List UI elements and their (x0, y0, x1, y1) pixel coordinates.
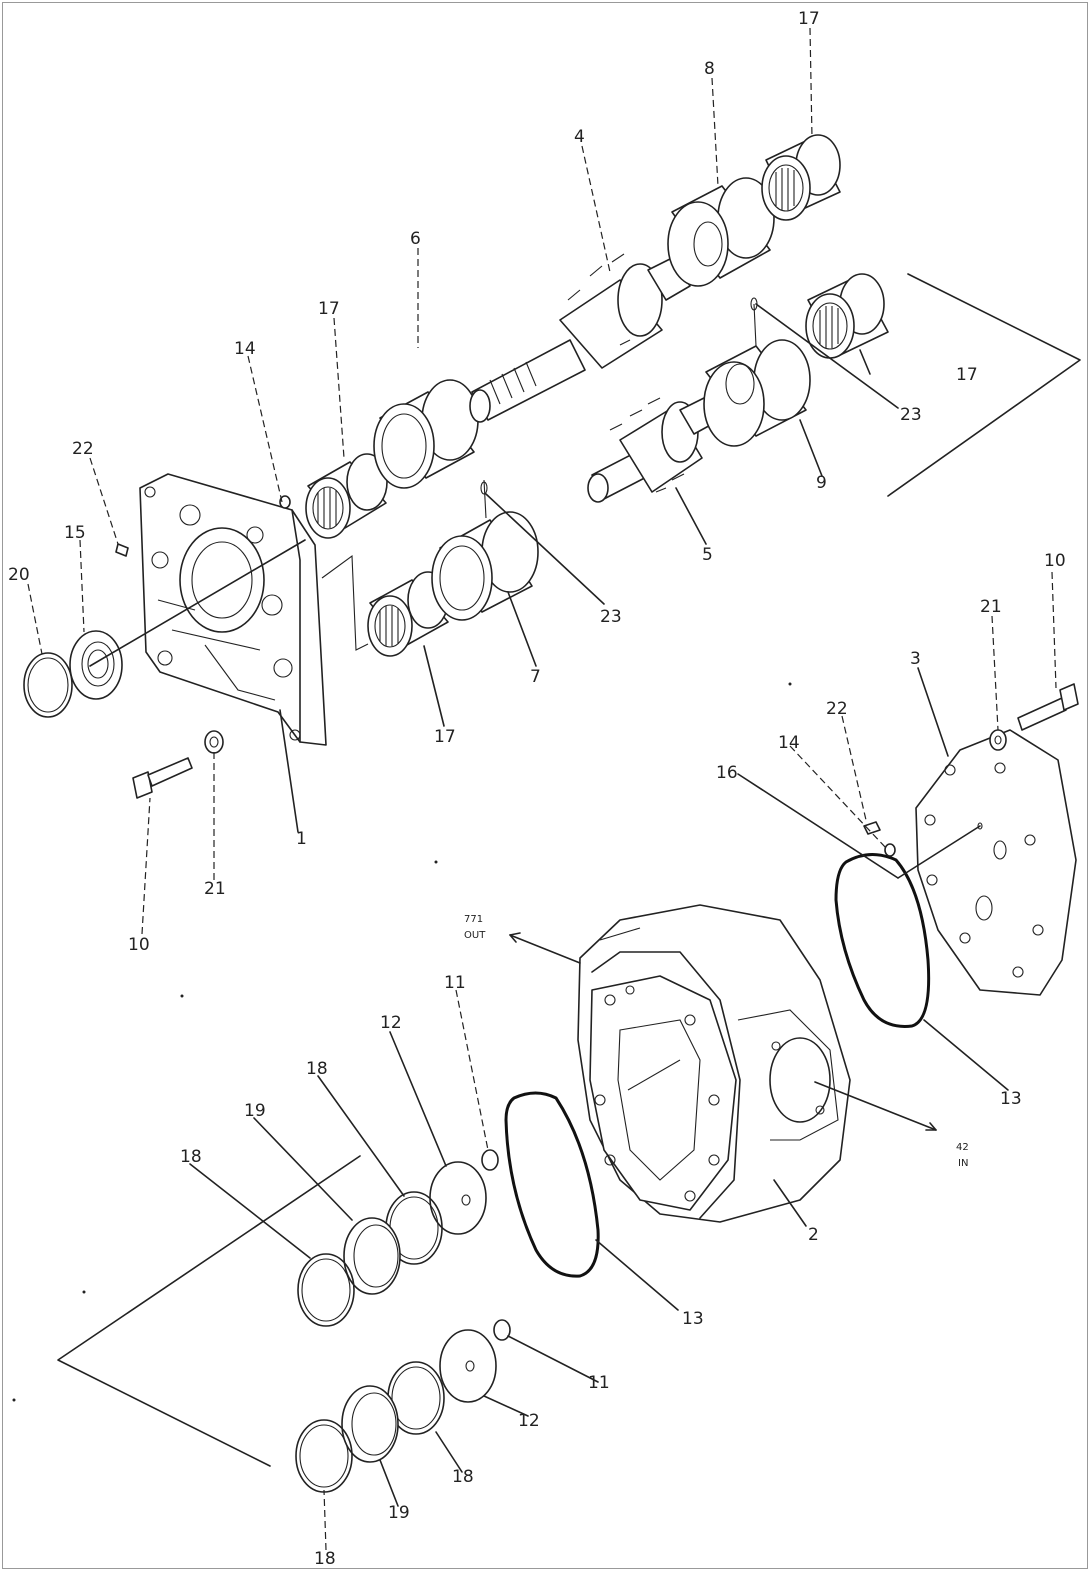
ring-part-11-lower (493, 1319, 511, 1341)
bracket-line-right (887, 273, 1081, 497)
part-number-labels: 17 8 4 6 17 14 22 15 20 17 23 9 5 23 7 1… (8, 9, 1066, 1569)
leader-lines (27, 27, 1057, 1551)
driven-gear-part-5 (587, 397, 717, 503)
backup-ring-part-18-lower-b (295, 1419, 353, 1493)
bushing-part-9 (703, 297, 811, 447)
drive-gear-shaft-part-4 (469, 253, 691, 423)
plate-part-12-lower (439, 1329, 497, 1403)
needle-bearing-part-17-lower (367, 571, 449, 657)
label-22-right: 22 (826, 699, 848, 719)
label-17-left-top: 17 (318, 299, 340, 319)
plug-part-14-left (279, 495, 291, 509)
needle-bearing-part-17-top (761, 134, 841, 221)
label-19-lower: 19 (388, 1503, 410, 1523)
label-12-upper: 12 (380, 1013, 402, 1033)
label-7: 7 (530, 667, 541, 687)
out-label: OUT (464, 930, 486, 941)
pump-housing-part-2 (577, 904, 851, 1223)
out-code-label: 771 (464, 914, 483, 925)
label-14-left: 14 (234, 339, 256, 359)
label-21-right: 21 (980, 597, 1002, 617)
front-cover-part-1 (139, 473, 327, 746)
snap-ring-part-20 (23, 652, 73, 718)
oil-seal-part-15 (69, 630, 123, 700)
label-4: 4 (574, 127, 585, 147)
label-10-left: 10 (128, 935, 150, 955)
dowel-pin-part-22-left (115, 543, 129, 557)
label-16-right: 16 (716, 763, 738, 783)
label-17-right: 17 (956, 365, 978, 385)
bracket-line-lower (57, 1155, 361, 1467)
label-11-upper: 11 (444, 973, 466, 993)
label-13-right: 13 (1000, 1089, 1022, 1109)
label-12-lower: 12 (518, 1411, 540, 1431)
in-code-label: 42 (956, 1142, 969, 1153)
label-11-lower: 11 (588, 1373, 610, 1393)
label-13-center: 13 (682, 1309, 704, 1329)
bushing-part-7 (431, 479, 539, 621)
label-21-left: 21 (204, 879, 226, 899)
label-14-right: 14 (778, 733, 800, 753)
washer-part-21-right (989, 729, 1007, 751)
label-19-upper: 19 (244, 1101, 266, 1121)
out-port-arrow (509, 934, 581, 964)
label-1: 1 (296, 829, 307, 849)
label-9: 9 (816, 473, 827, 493)
needle-bearing-part-17-right (805, 273, 889, 359)
label-10-right: 10 (1044, 551, 1066, 571)
seal-ring-part-19-lower (341, 1385, 399, 1463)
label-18-lower-a: 18 (452, 1467, 474, 1487)
label-6: 6 (410, 229, 421, 249)
o-ring-part-13-right (834, 853, 931, 1028)
label-23-right: 23 (900, 405, 922, 425)
bolt-part-10-left (132, 757, 193, 799)
label-20: 20 (8, 565, 30, 585)
label-15: 15 (64, 523, 86, 543)
label-8: 8 (704, 59, 715, 79)
label-17-top: 17 (798, 9, 820, 29)
needle-bearing-part-17-upper (305, 453, 388, 539)
bushing-part-6 (373, 379, 479, 489)
ring-part-11-upper (481, 1149, 499, 1171)
washer-part-21-left (204, 730, 224, 754)
seal-ring-part-19-upper (343, 1217, 401, 1295)
in-port-arrow (814, 1081, 937, 1131)
label-5: 5 (702, 545, 713, 565)
label-23-center: 23 (600, 607, 622, 627)
backup-ring-part-18-upper-b (297, 1253, 355, 1327)
label-2: 2 (808, 1225, 819, 1245)
bushing-part-8 (667, 177, 775, 287)
label-18-upper-b: 18 (180, 1147, 202, 1167)
label-3: 3 (910, 649, 921, 669)
label-18-upper-a: 18 (306, 1059, 328, 1079)
shaft-axis-line (89, 539, 306, 667)
label-22-left: 22 (72, 439, 94, 459)
label-18-lower-b: 18 (314, 1549, 336, 1569)
plate-part-12-upper (429, 1161, 487, 1235)
in-label: IN (958, 1158, 968, 1169)
plug-part-14-right (884, 843, 896, 857)
dowel-pin-part-22-right (863, 821, 881, 835)
label-17-left-bottom: 17 (434, 727, 456, 747)
o-ring-part-13-center (504, 1091, 600, 1278)
bracket-line-left (321, 554, 369, 651)
rear-cover-part-3 (915, 729, 1077, 996)
bolt-part-10-right (1017, 683, 1079, 731)
seal-line-16 (897, 825, 981, 879)
